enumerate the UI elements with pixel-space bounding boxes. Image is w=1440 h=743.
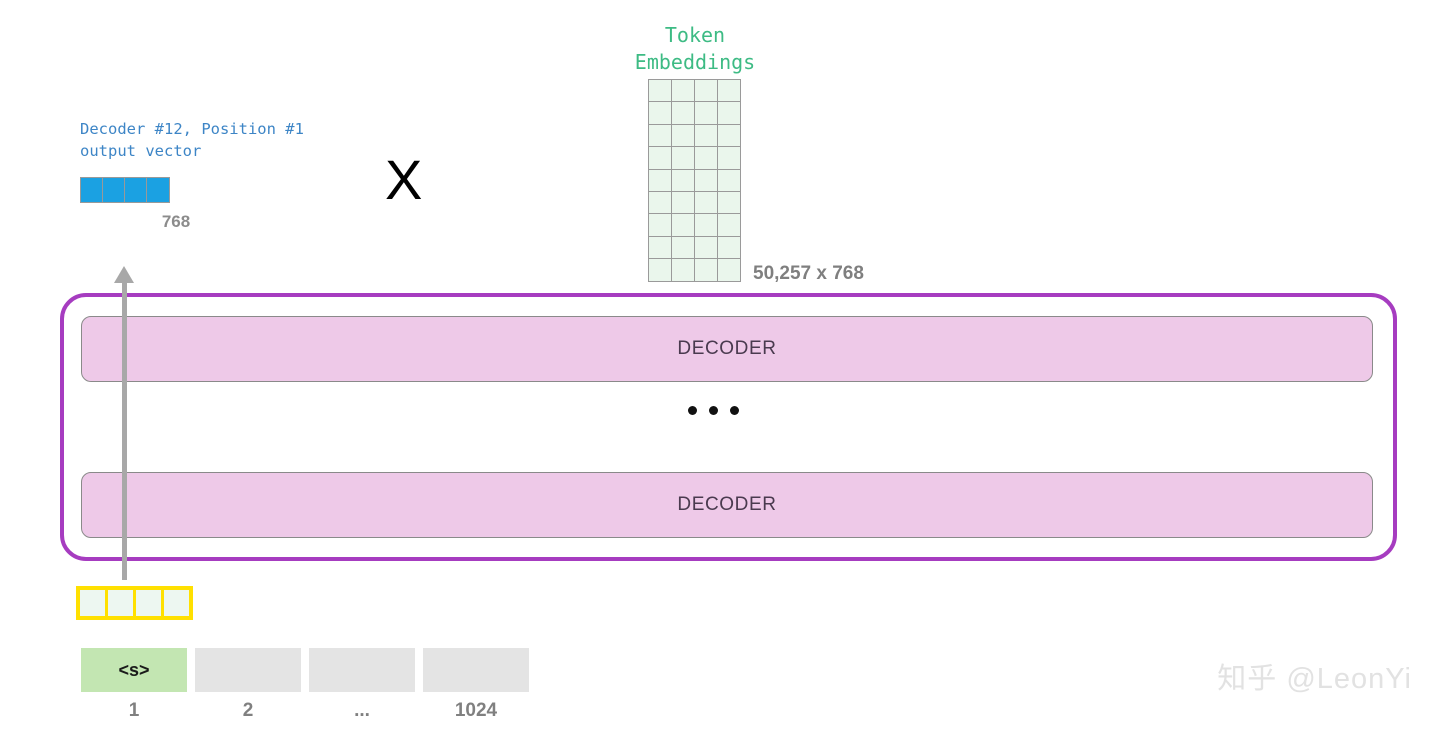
token-embeddings-title-line1: Token [664, 23, 726, 47]
matrix-cell [695, 124, 718, 148]
token-box-2 [195, 648, 301, 692]
matrix-cell [695, 102, 718, 125]
matrix-cell [649, 124, 672, 148]
matrix-cell [672, 147, 695, 170]
token-position-boxes: <s> [81, 648, 529, 692]
ellipsis-dot [709, 406, 718, 415]
token-position-label-4: 1024 [454, 700, 498, 721]
model-container [60, 293, 1397, 561]
matrix-cell [695, 214, 718, 237]
output-vector-cells [80, 177, 170, 203]
output-vector-cell [81, 178, 103, 202]
token-embeddings-title-line2: Embeddings [634, 50, 756, 74]
input-vector-cell [108, 590, 133, 616]
matrix-cell [649, 80, 672, 103]
matrix-cell [649, 259, 672, 282]
token-position-labels: 1 2 ... 1024 [81, 700, 529, 722]
output-vector-label-line1: Decoder #12, Position #1 [80, 120, 304, 138]
matrix-cell [695, 169, 718, 192]
decoder-block-top: DECODER [81, 316, 1373, 382]
matrix-cell [672, 191, 695, 215]
input-vector-cells [76, 586, 193, 620]
token-embeddings-title: Token Embeddings [575, 22, 815, 76]
token-position-label-3: ... [354, 700, 370, 721]
decoder-block-bottom: DECODER [81, 472, 1373, 538]
token-embeddings-matrix [648, 79, 741, 282]
matrix-cell [718, 169, 741, 192]
matrix-cell [718, 124, 741, 148]
matrix-cell [718, 259, 741, 282]
matrix-cell [672, 259, 695, 282]
token-position-label-2: 2 [242, 700, 254, 721]
ellipsis-dot [730, 406, 739, 415]
matrix-cell [649, 147, 672, 170]
matrix-cell [718, 236, 741, 260]
matrix-cell [695, 147, 718, 170]
matrix-cell [718, 191, 741, 215]
matrix-cell [649, 236, 672, 260]
token-position-label-1: 1 [128, 700, 140, 721]
ellipsis-dot [688, 406, 697, 415]
matrix-cell [718, 80, 741, 103]
output-vector-label: Decoder #12, Position #1 output vector [80, 118, 304, 162]
flow-arrow-head-icon [114, 266, 134, 283]
matrix-cell [672, 102, 695, 125]
watermark: 知乎 @LeonYi [1217, 663, 1412, 695]
matrix-cell [718, 214, 741, 237]
input-vector-cell [136, 590, 161, 616]
matrix-cell [695, 80, 718, 103]
output-vector-dimension: 768 [161, 212, 191, 231]
token-embeddings-dimensions: 50,257 x 768 [753, 263, 864, 284]
output-vector-cell [147, 178, 169, 202]
output-vector-cell [103, 178, 125, 202]
output-vector-label-line2: output vector [80, 142, 202, 160]
decoder-stack-ellipsis-icon [688, 406, 739, 415]
matrix-cell [649, 169, 672, 192]
matrix-cell [672, 124, 695, 148]
token-box-3 [309, 648, 415, 692]
output-vector-cell [125, 178, 147, 202]
flow-arrow-shaft-icon [122, 280, 127, 580]
input-vector-cell [80, 590, 105, 616]
matrix-cell [695, 236, 718, 260]
matrix-cell [718, 102, 741, 125]
matrix-cell [672, 236, 695, 260]
matrix-cell [649, 191, 672, 215]
matrix-cell [649, 214, 672, 237]
multiply-operator-icon: X [385, 148, 423, 211]
matrix-cell [718, 147, 741, 170]
token-box-1: <s> [81, 648, 187, 692]
matrix-cell [672, 169, 695, 192]
matrix-cell [672, 80, 695, 103]
matrix-cell [695, 259, 718, 282]
token-box-4 [423, 648, 529, 692]
matrix-cell [649, 102, 672, 125]
matrix-cell [695, 191, 718, 215]
matrix-cell [672, 214, 695, 237]
input-vector-cell [164, 590, 189, 616]
